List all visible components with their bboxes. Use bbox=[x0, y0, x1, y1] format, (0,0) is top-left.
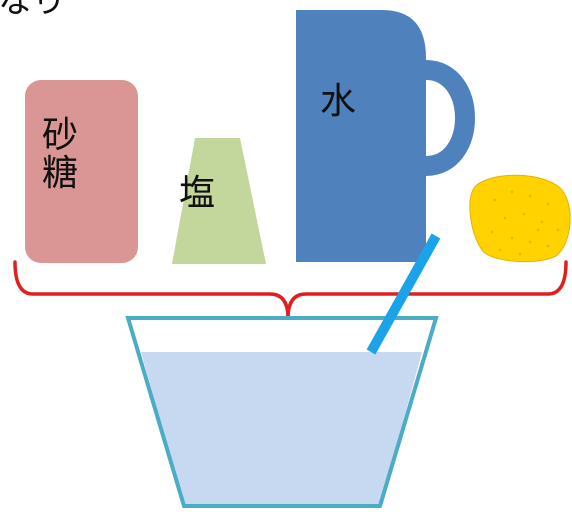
sugar-label: 砂糖 bbox=[42, 115, 79, 194]
lemon-texture bbox=[490, 190, 560, 256]
jug-handle bbox=[424, 60, 475, 176]
top-text-fragment: なり bbox=[0, 0, 66, 21]
stirring-straw bbox=[366, 233, 441, 355]
sugar-block bbox=[25, 80, 138, 263]
water-jug bbox=[296, 10, 426, 262]
bowl-liquid bbox=[141, 352, 422, 506]
lemon-fruit bbox=[469, 174, 571, 263]
salt-label: 塩 bbox=[179, 173, 216, 214]
mixing-bowl bbox=[125, 316, 439, 508]
salt-block bbox=[172, 138, 266, 264]
water-label: 水 bbox=[320, 81, 357, 122]
grouping-bracket bbox=[13, 260, 568, 320]
